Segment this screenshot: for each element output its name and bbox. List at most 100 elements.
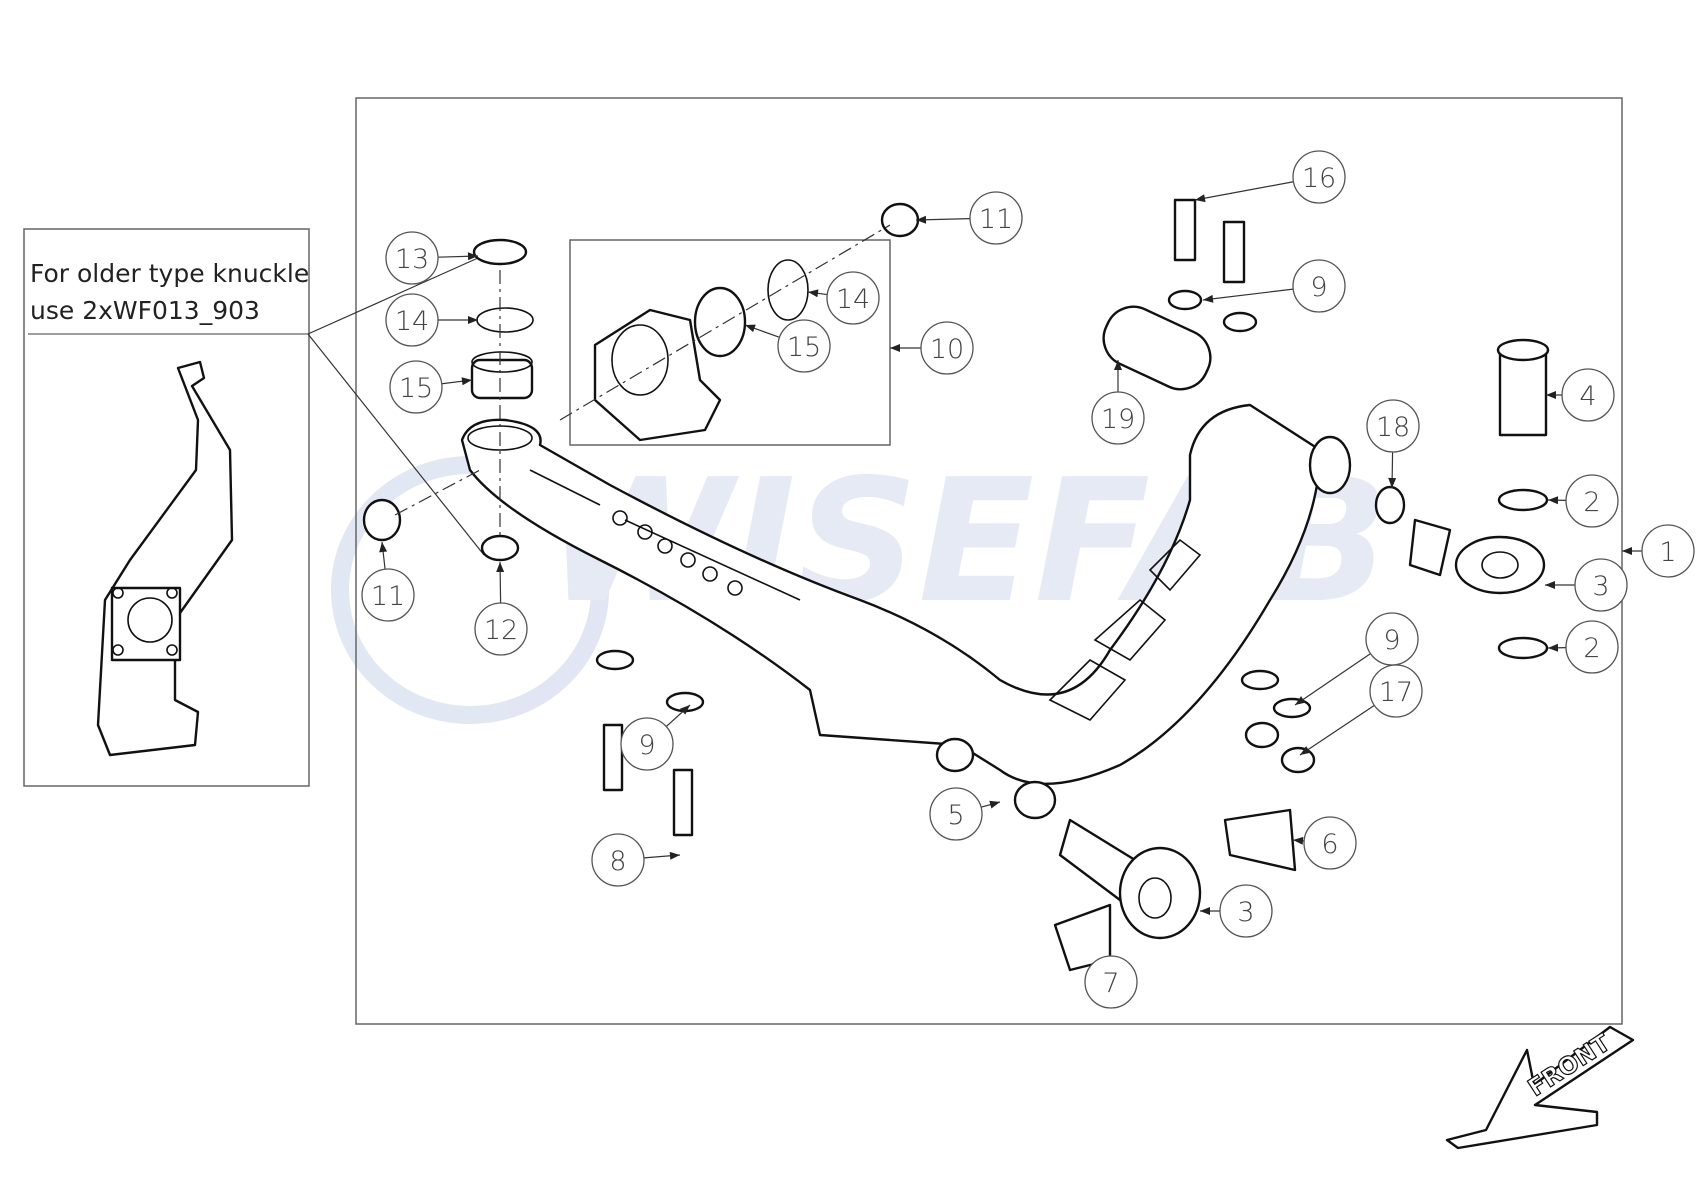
arrowhead-icon xyxy=(1548,496,1559,505)
callout-number: 1 xyxy=(1659,537,1676,568)
callout-circle xyxy=(1303,816,1357,870)
callout-number: 14 xyxy=(836,284,870,315)
front-arrow: FRONT xyxy=(1445,1025,1635,1150)
callout-number: 18 xyxy=(1376,412,1410,443)
callout-circle xyxy=(1574,558,1628,612)
callout-26: 7 xyxy=(1084,955,1138,1009)
callout-circle xyxy=(389,360,443,414)
callout-18: 2 xyxy=(1547,620,1619,674)
callout-circle xyxy=(1565,620,1619,674)
leader-line xyxy=(1299,704,1375,756)
callout-circle xyxy=(1366,399,1420,453)
callout-4: 11 xyxy=(361,541,415,622)
callout-circle xyxy=(1561,368,1615,422)
callout-20: 17 xyxy=(1299,664,1423,756)
callout-circle xyxy=(1369,664,1423,718)
leader-line xyxy=(1202,288,1294,301)
callout-circle xyxy=(591,833,645,887)
leader-line xyxy=(1194,181,1294,201)
callout-circle xyxy=(1565,474,1619,528)
callout-number: 10 xyxy=(930,334,964,365)
callout-8: 15 xyxy=(744,319,831,373)
arrowhead-icon xyxy=(468,316,478,324)
arrowhead-icon xyxy=(1548,643,1559,652)
arrowhead-icon xyxy=(1622,547,1632,555)
callout-number: 3 xyxy=(1592,571,1609,602)
callout-circle xyxy=(1091,391,1145,445)
subframe-arm xyxy=(460,403,1352,785)
arrowhead-icon xyxy=(745,324,756,333)
arrowhead-icon xyxy=(1300,746,1311,755)
callout-number: 2 xyxy=(1583,487,1600,518)
callout-circle xyxy=(620,717,674,771)
arrowhead-icon xyxy=(1200,907,1210,915)
arrowhead-icon xyxy=(1295,696,1306,705)
left-stack-parts xyxy=(362,224,891,562)
callout-number: 12 xyxy=(484,615,518,646)
callout-24: 6 xyxy=(1292,816,1357,870)
arrowhead-icon xyxy=(1388,477,1397,488)
callout-16: 1 xyxy=(1622,524,1695,578)
callout-circle xyxy=(1641,524,1695,578)
knuckle-note-line2: use 2xWF013_903 xyxy=(30,296,260,325)
callout-number: 15 xyxy=(787,332,821,363)
callout-1: 13 xyxy=(385,231,479,285)
callout-circle xyxy=(777,319,831,373)
callout-circle xyxy=(1084,955,1138,1009)
arrowhead-icon xyxy=(989,800,1000,809)
knuckle-note-line1: For older type knuckle xyxy=(30,259,310,288)
bottom-parts xyxy=(595,649,1297,972)
arrowhead-icon xyxy=(379,542,388,553)
callout-number: 3 xyxy=(1237,897,1254,928)
front-arrow-label: FRONT xyxy=(1523,1028,1616,1102)
assembly-frame xyxy=(355,97,1623,1025)
arrowhead-icon xyxy=(1203,294,1214,303)
leader-line xyxy=(1294,653,1371,706)
callout-number: 11 xyxy=(979,204,1013,235)
arrowhead-icon xyxy=(669,851,680,860)
callout-14: 4 xyxy=(1546,368,1615,422)
arrowhead-icon xyxy=(679,705,690,715)
callout-number: 9 xyxy=(1383,625,1400,656)
arrowhead-icon xyxy=(890,344,900,352)
arrowhead-icon xyxy=(1195,194,1206,203)
callout-circle xyxy=(474,602,528,656)
arrowhead-icon xyxy=(1114,360,1122,370)
callout-number: 8 xyxy=(609,846,626,877)
callout-number: 7 xyxy=(1102,968,1119,999)
note-leader-line xyxy=(307,333,485,556)
callout-number: 9 xyxy=(1310,272,1327,303)
right-side-parts xyxy=(1102,198,1550,774)
callout-number: 14 xyxy=(395,306,429,337)
callout-21: 9 xyxy=(620,704,691,771)
arrowhead-icon xyxy=(808,289,819,298)
arrowhead-icon xyxy=(461,377,472,386)
callout-circle xyxy=(1219,884,1273,938)
pivot-bracket-10 xyxy=(593,202,920,442)
callout-circle xyxy=(1292,150,1346,204)
callout-number: 15 xyxy=(399,373,433,404)
callout-2: 14 xyxy=(385,293,478,347)
callout-3: 15 xyxy=(389,360,473,414)
callout-7: 14 xyxy=(807,271,880,325)
callout-15: 2 xyxy=(1547,474,1619,528)
callout-circle xyxy=(361,568,415,622)
callout-number: 9 xyxy=(638,730,655,761)
arrowhead-icon xyxy=(916,215,927,224)
callout-22: 8 xyxy=(591,833,681,887)
callout-17: 3 xyxy=(1545,558,1628,612)
callout-number: 19 xyxy=(1101,404,1135,435)
callout-number: 16 xyxy=(1302,163,1336,194)
callout-number: 6 xyxy=(1321,829,1338,860)
callout-12: 19 xyxy=(1091,360,1145,445)
note-leader-line xyxy=(307,257,479,335)
callout-number: 11 xyxy=(371,581,405,612)
callout-number: 5 xyxy=(947,800,964,831)
arrowhead-icon xyxy=(1546,391,1556,399)
knuckle-illustration xyxy=(96,360,234,757)
callout-23: 5 xyxy=(929,787,1001,841)
callout-circle xyxy=(385,293,439,347)
callout-9: 10 xyxy=(890,321,974,375)
callout-10: 16 xyxy=(1194,150,1346,204)
